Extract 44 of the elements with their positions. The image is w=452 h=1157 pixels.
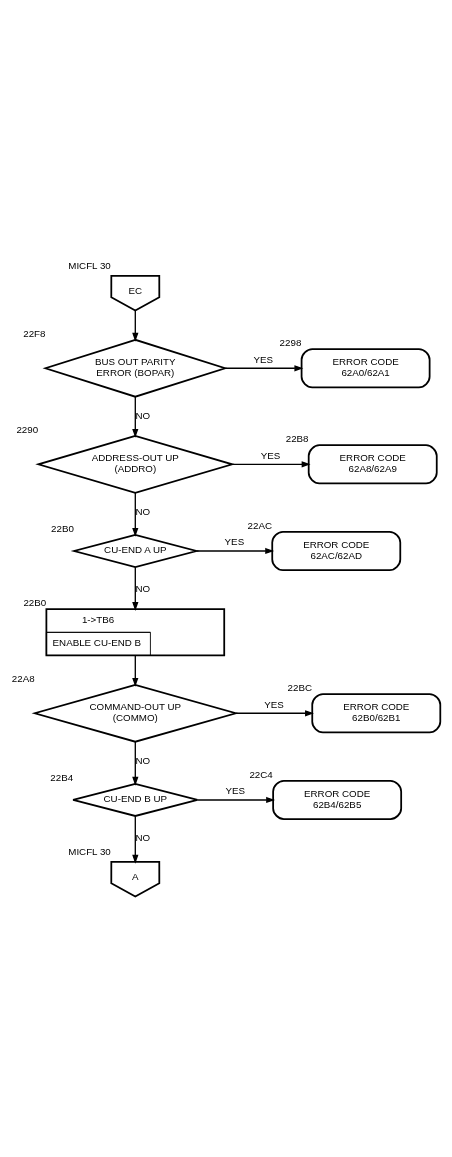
edge-label: NO <box>135 505 151 517</box>
arrow <box>196 796 276 803</box>
arrow <box>224 364 304 371</box>
node-label: 22F8 <box>23 327 46 339</box>
node-label: MICFL 30 <box>68 259 111 271</box>
arrow <box>196 547 275 554</box>
node-diamond: CU-END A UP <box>70 533 200 568</box>
arrow <box>132 815 139 864</box>
node-box: ERROR CODE 62B4/62B5 <box>272 779 403 820</box>
node-label: 22B4 <box>50 771 74 783</box>
node-label: 2298 <box>279 336 302 348</box>
edge-label: YES <box>225 784 245 796</box>
node-diamond: ADDRESS-OUT UP (ADDRO) <box>35 434 236 494</box>
node-box: ERROR CODE 62B0/62B1 <box>311 692 442 733</box>
node-label: 22A8 <box>11 672 35 684</box>
arrow <box>231 460 311 467</box>
edge-label: YES <box>260 449 281 461</box>
edge-label: YES <box>224 535 245 547</box>
arrow <box>132 740 139 786</box>
edge-label: YES <box>264 698 284 710</box>
edge-label: YES <box>253 353 274 365</box>
node-diamond: CU-END B UP <box>72 782 199 817</box>
arrow <box>132 654 139 687</box>
node-label: MICFL 30 <box>68 845 111 857</box>
node-box: ERROR CODE 62AC/62AD <box>271 530 402 571</box>
arrow <box>132 566 139 611</box>
node-label: 22B0 <box>23 596 47 608</box>
edge-label: NO <box>135 754 151 766</box>
node-label: 2290 <box>16 423 39 435</box>
node-diamond: BUS OUT PARITY ERROR (BOPAR) <box>42 338 229 398</box>
edge-label: NO <box>135 409 151 421</box>
node-label: 22B0 <box>51 522 74 534</box>
node-label: 22BC <box>287 681 313 693</box>
arrow <box>235 709 314 716</box>
edge-label: NO <box>135 831 151 843</box>
node-label: 22AC <box>247 519 273 531</box>
arrow <box>132 491 139 537</box>
arrow <box>132 309 139 342</box>
node-label: 22B8 <box>285 432 309 444</box>
edge-label: NO <box>135 582 151 594</box>
arrow <box>132 395 139 438</box>
node-box: ERROR CODE 62A0/62A1 <box>300 347 431 388</box>
node-box: ERROR CODE 62A8/62A9 <box>307 443 438 484</box>
node-label: 22C4 <box>249 768 273 780</box>
